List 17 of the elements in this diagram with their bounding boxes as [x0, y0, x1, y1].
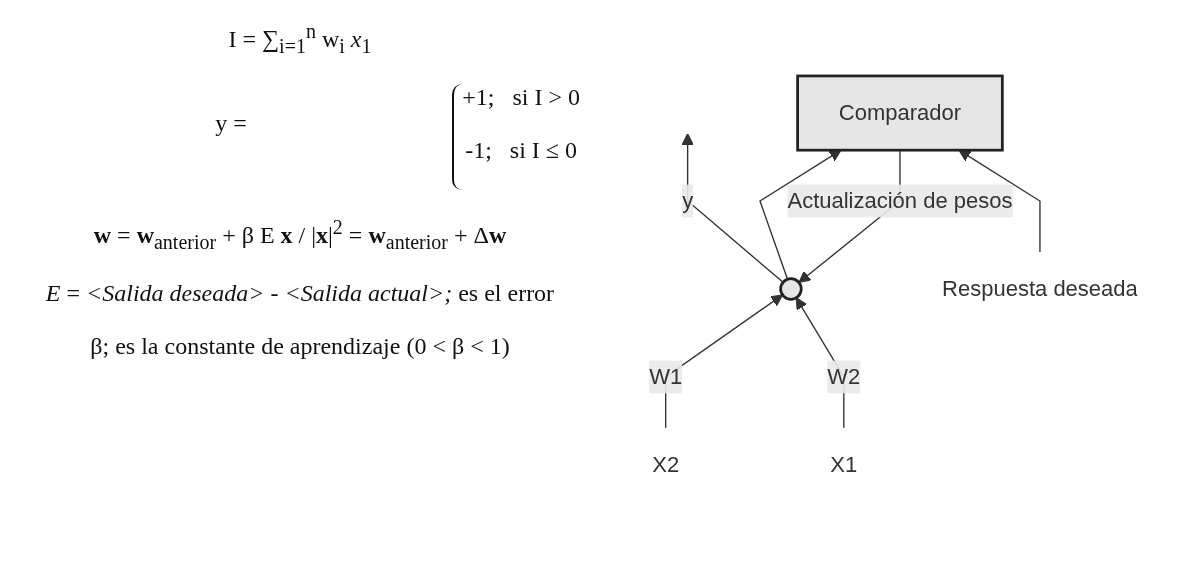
- formula-text: I = ∑$_{i=1}$$^{n}$ w$_{i}$ x$_{1}$: [227, 20, 373, 58]
- formula-text: β; es la constante de aprendizaje (0 < β < 1): [89, 332, 511, 360]
- node-circle: [779, 277, 803, 301]
- formula-text: E = <Salida deseada> - <Salida actual>; es el error: [44, 279, 556, 307]
- node-text: X1: [830, 452, 858, 476]
- edge-label: W2: [827, 364, 861, 388]
- edge-label: W1: [649, 364, 683, 388]
- edge-label: Actualización de pesos: [787, 188, 1013, 213]
- arrow: [681, 133, 784, 283]
- node-text: Respuesta deseada: [942, 276, 1138, 300]
- formula-text: y =: [215, 110, 247, 138]
- node-box: Comparador: [796, 74, 1004, 152]
- formula-text: w = w$_{anterior}$ + β E x / |x|$^{2}$ = w$_{anterior}$ + Δw: [92, 215, 508, 254]
- edge-label: y: [682, 188, 694, 213]
- formula-text: +1; si I > 0: [462, 83, 580, 111]
- node-text: X2: [652, 452, 680, 476]
- formula-text: -1; si I ≤ 0: [465, 136, 578, 164]
